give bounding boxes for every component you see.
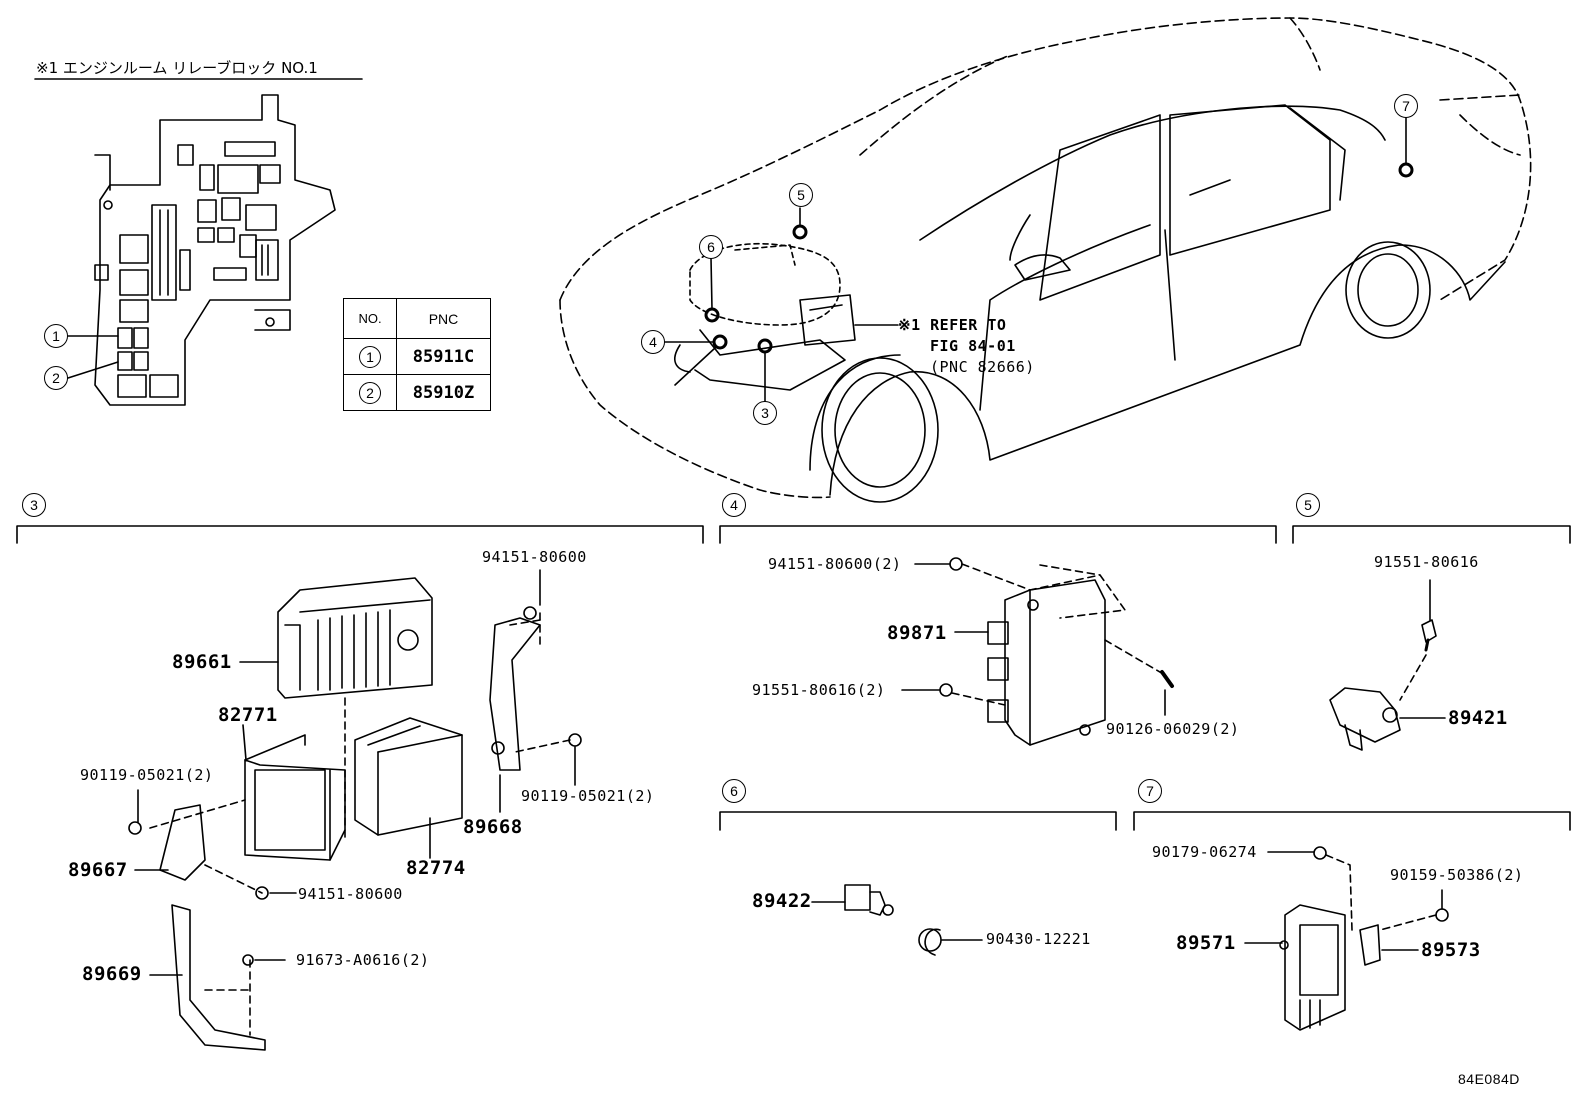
relay-block-title: ※1 エンジンルーム リレーブロック NO.1 <box>36 59 318 77</box>
bracket-89667 <box>128 804 206 881</box>
part-94151-upper: 94151-80600 <box>482 548 587 566</box>
part-89669: 89669 <box>82 963 142 985</box>
car-callout-6: 6 <box>699 235 723 259</box>
refer-note-line2: FIG 84-01 <box>930 337 1016 355</box>
ecu-89661 <box>277 577 433 699</box>
car-drawing <box>559 17 1532 499</box>
part-82774: 82774 <box>406 857 466 879</box>
part-91551-s4: 91551-80616(2) <box>752 681 886 699</box>
pnc-table: NO. PNC 1 85911C 2 85910Z <box>343 298 491 411</box>
module-89871 <box>987 579 1106 746</box>
section4-dashes <box>951 563 1166 706</box>
pnc-row-value: 85911C <box>396 338 491 375</box>
refer-note-line1: ※1 REFER TO <box>898 316 1007 334</box>
section-6-marker: 6 <box>722 779 746 803</box>
car-callout-4: 4 <box>641 330 665 354</box>
bracket-89669 <box>171 904 266 1051</box>
pnc-table-row: 2 <box>343 374 397 411</box>
section3-dashes <box>149 612 571 1036</box>
sensor-89422 <box>844 884 894 916</box>
part-89571: 89571 <box>1176 932 1236 954</box>
refer-note-line3: (PNC 82666) <box>930 358 1035 376</box>
relay-callout-2: 2 <box>44 366 68 390</box>
section-4-marker: 4 <box>722 493 746 517</box>
section-3-marker: 3 <box>22 493 46 517</box>
pnc-table-header-no: NO. <box>343 298 397 339</box>
section4-leaders <box>901 563 1166 716</box>
part-90119-right: 90119-05021(2) <box>521 787 655 805</box>
part-89422: 89422 <box>752 890 812 912</box>
part-91673: 91673-A0616(2) <box>296 951 430 969</box>
pnc-row-no: 1 <box>359 345 381 368</box>
part-89661: 89661 <box>172 651 232 673</box>
car-body-solid <box>674 104 1506 503</box>
cover-82774 <box>354 717 463 836</box>
car-callout-7: 7 <box>1394 94 1418 118</box>
section3-leaders <box>134 569 576 976</box>
engine-bay <box>689 242 841 326</box>
section-brackets <box>16 525 1571 831</box>
part-90159: 90159-50386(2) <box>1390 866 1524 884</box>
part-90126: 90126-06029(2) <box>1106 720 1240 738</box>
part-89573: 89573 <box>1421 939 1481 961</box>
part-82771: 82771 <box>218 704 278 726</box>
pnc-table-header-pnc: PNC <box>396 298 491 339</box>
section7-dashes <box>1325 854 1437 931</box>
bracket-89668 <box>489 606 541 771</box>
bracket-82771 <box>244 734 346 861</box>
section-5-marker: 5 <box>1296 493 1320 517</box>
section-7-marker: 7 <box>1138 779 1162 803</box>
part-90119-left: 90119-05021(2) <box>80 766 214 784</box>
figure-code: 84E084D <box>1458 1071 1520 1087</box>
relay-block-drawing <box>94 94 336 406</box>
part-94151-s4: 94151-80600(2) <box>768 555 902 573</box>
module-89571 <box>1279 904 1346 1031</box>
part-91551-s5: 91551-80616 <box>1374 553 1479 571</box>
pnc-table-row: 1 <box>343 338 397 375</box>
part-89871: 89871 <box>887 622 947 644</box>
car-callout-3: 3 <box>753 401 777 425</box>
part-94151-lower: 94151-80600 <box>298 885 403 903</box>
part-89667: 89667 <box>68 859 128 881</box>
relay-callout-1: 1 <box>44 324 68 348</box>
pnc-row-value: 85910Z <box>396 374 491 411</box>
car-callout-5: 5 <box>789 183 813 207</box>
sensor-89421 <box>1329 687 1401 751</box>
part-89668: 89668 <box>463 816 523 838</box>
part-89421: 89421 <box>1448 707 1508 729</box>
part-90430: 90430-12221 <box>986 930 1091 948</box>
pnc-row-no: 2 <box>359 381 381 404</box>
part-90179: 90179-06274 <box>1152 843 1257 861</box>
